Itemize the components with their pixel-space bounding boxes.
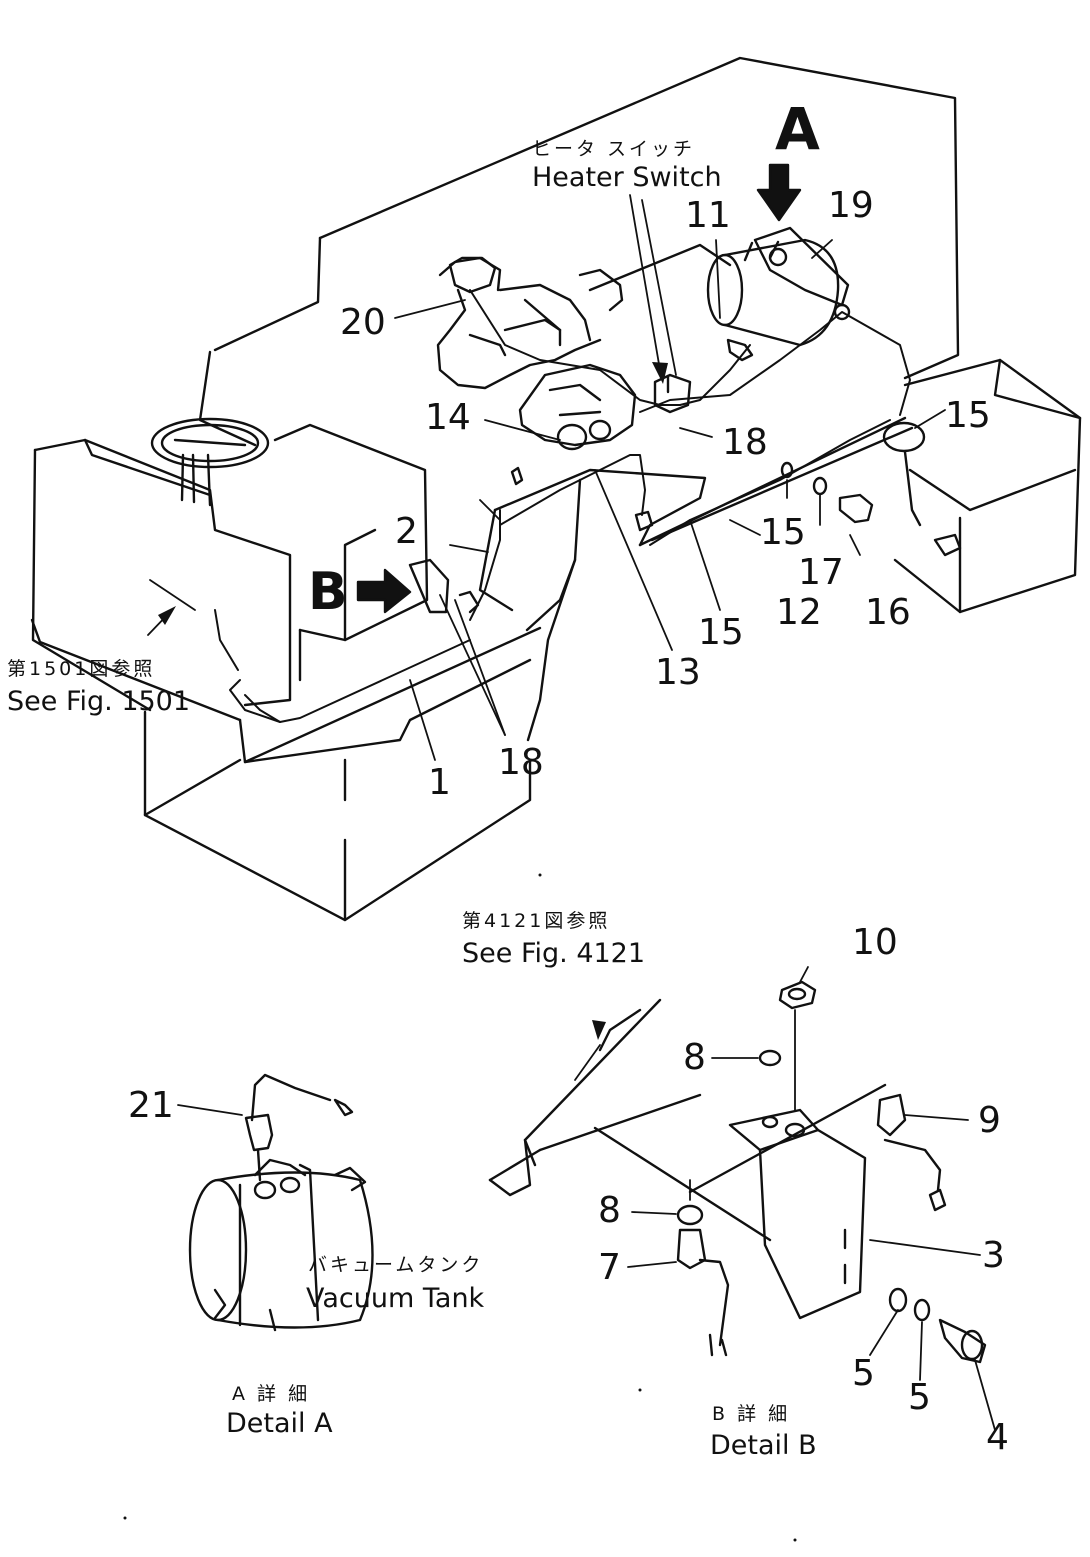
part-number: 3: [982, 1235, 1005, 1276]
part-number: 15: [698, 612, 744, 653]
detail-a-leaders: [177, 1104, 243, 1116]
vehicle-body: [30, 56, 1082, 922]
part-number: 21: [128, 1085, 174, 1126]
part-number: 15: [945, 395, 991, 436]
part-number: 1: [428, 762, 451, 803]
part-number: 12: [776, 592, 822, 633]
view-a-arrow: [756, 163, 802, 222]
part-number: 2: [395, 511, 418, 552]
detail-b-title: Detail B: [710, 1430, 817, 1461]
wiring-harness: [214, 289, 911, 723]
detail-a-title-jp: A 詳 細: [232, 1383, 311, 1405]
part-number: 9: [978, 1100, 1001, 1141]
part-number: 5: [852, 1353, 875, 1394]
see-fig-4121-label: See Fig. 4121: [462, 938, 646, 969]
view-a-letter: A: [775, 95, 820, 163]
heater-switch-label: Heater Switch: [532, 162, 722, 193]
detail-a-title: Detail A: [226, 1408, 333, 1439]
part-number: 11: [685, 195, 731, 236]
part-number: 10: [852, 922, 898, 963]
part-number: 18: [498, 742, 544, 783]
part-number: 8: [683, 1037, 706, 1078]
part-number: 7: [598, 1247, 621, 1288]
arrowheads: [158, 362, 668, 1040]
part-number: 16: [865, 592, 911, 633]
part-number: 15: [760, 512, 806, 553]
heater-switch-label-jp: ヒータ スイッチ: [532, 138, 696, 160]
see-fig-4121-label-jp: 第4121図参照: [462, 910, 611, 932]
part-number: 8: [598, 1190, 621, 1231]
vacuum-tank-label: Vacuum Tank: [306, 1283, 485, 1314]
part-number: 4: [986, 1417, 1009, 1458]
specks: [123, 873, 797, 1542]
part-number: 20: [340, 302, 386, 343]
part-number: 14: [425, 397, 471, 438]
vacuum-tank-label-jp: バキュームタンク: [308, 1254, 484, 1276]
part-number: 18: [722, 422, 768, 463]
part-number: 5: [908, 1377, 931, 1418]
view-b-arrow: [356, 568, 412, 614]
detail-b-title-jp: B 詳 細: [712, 1403, 791, 1425]
view-b-letter: B: [308, 562, 348, 622]
see-fig-1501-label: See Fig. 1501: [7, 686, 191, 717]
detail-b-leaders: [574, 966, 996, 1431]
part-number: 13: [655, 652, 701, 693]
part-number: 19: [828, 185, 874, 226]
see-fig-1501-label-jp: 第1501図参照: [7, 658, 156, 680]
leader-lines: [147, 194, 946, 761]
part-number: 17: [798, 552, 844, 593]
detail-a-drawing: [188, 1073, 374, 1332]
detail-b-drawing: [488, 980, 987, 1364]
